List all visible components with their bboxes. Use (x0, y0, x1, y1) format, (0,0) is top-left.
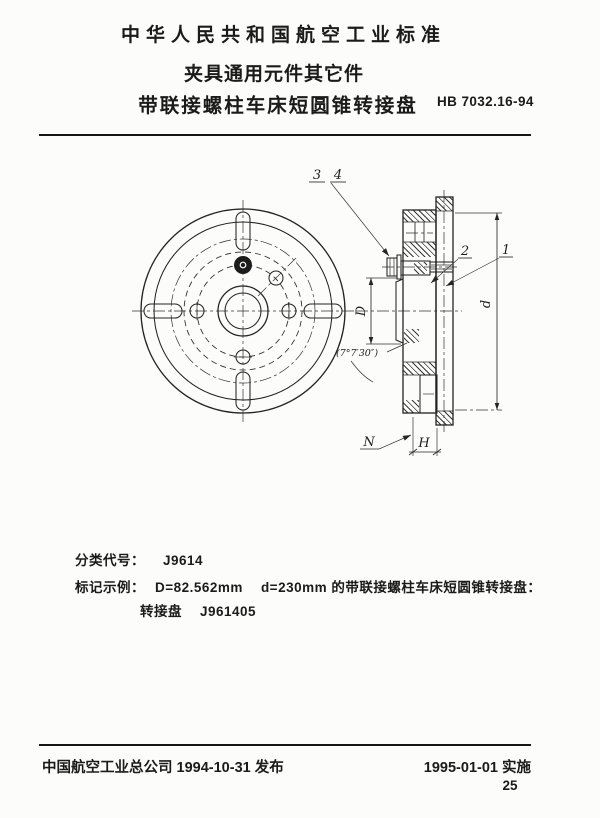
page-number: 25 (502, 778, 518, 793)
taper-angle-note: (7°7′30″) (336, 342, 408, 383)
balloon-2: 2 (430, 244, 472, 284)
part3-label: 3 (313, 168, 321, 183)
slot-right (303, 303, 343, 319)
implementation-date: 1995-01-01 (423, 760, 498, 776)
implementation-verb: 实施 (502, 760, 531, 776)
example-dim-d: d=230mm (260, 580, 328, 595)
marking-example-row: 标记示例： D=82.562mm d=230mm 的带联接螺柱车床短圆锥转接盘： (75, 576, 541, 596)
publisher-name: 中国航空工业总公司 (42, 760, 173, 776)
class-code-value: J9614 (163, 553, 204, 568)
dim-D-label: D (354, 305, 369, 317)
stud-hole-filled (234, 256, 252, 274)
marking-example-row2: 转接盘 J961405 (140, 600, 256, 620)
taper-angle-label: (7°7′30″) (336, 348, 378, 359)
hatch-region (403, 400, 419, 413)
footer-publisher: 中国航空工业总公司 1994-10-31 发布 (42, 756, 284, 777)
taper-cone-profile (395, 278, 404, 344)
part1-label: 1 (502, 243, 510, 258)
example-dim-D: D=82.562mm (155, 580, 243, 595)
part4-label: 4 (333, 168, 342, 183)
issue-date: 1994-10-31 (176, 760, 251, 776)
subtitle-line2: 带联接螺柱车床短圆锥转接盘 (138, 95, 418, 117)
part2-label: 2 (460, 244, 469, 259)
slot-left (143, 303, 183, 319)
standard-number: HB 7032.16-94 (437, 94, 534, 109)
hatch-region (403, 242, 436, 257)
example-text: 的带联接螺柱车床短圆锥转接盘： (331, 580, 542, 595)
slot-bottom (235, 371, 251, 411)
example-part-name: 转接盘 (140, 604, 182, 619)
dim-d-label: d (479, 300, 494, 308)
top-rule (39, 134, 531, 136)
subtitle-line1: 夹具通用元件其它件 (183, 64, 364, 85)
issue-verb: 发布 (254, 760, 284, 776)
example-part-code: J961405 (200, 604, 257, 619)
hatch-region (436, 411, 453, 425)
hatch-region (403, 362, 436, 375)
balloon-3-4: 3 4 (309, 168, 390, 257)
footer-rule (39, 744, 531, 746)
dimension-d: d (455, 212, 502, 411)
label-N: N (360, 434, 412, 450)
front-view (132, 200, 354, 424)
dimension-H: H (408, 417, 442, 456)
dim-N-label: N (362, 435, 375, 450)
standard-title: 中华人民共和国航空工业标准 (120, 25, 446, 46)
hole-diagonal (268, 270, 284, 286)
hatch-region (414, 262, 427, 274)
footer-implementation: 1995-01-01 实施 (320, 756, 531, 777)
class-code-label: 分类代号： (75, 553, 145, 568)
stud-assembly (386, 254, 454, 280)
balloon-1: 1 (445, 243, 513, 287)
dim-H-label: H (417, 436, 430, 451)
hatch-region (436, 197, 453, 211)
hatch-region (404, 329, 419, 343)
hatch-region (403, 210, 436, 222)
example-label: 标记示例： (75, 580, 145, 595)
slot-top (235, 211, 251, 251)
class-code-row: 分类代号： J9614 (75, 549, 203, 569)
lower-boss-section (419, 374, 438, 414)
dimension-D: D (354, 277, 401, 345)
